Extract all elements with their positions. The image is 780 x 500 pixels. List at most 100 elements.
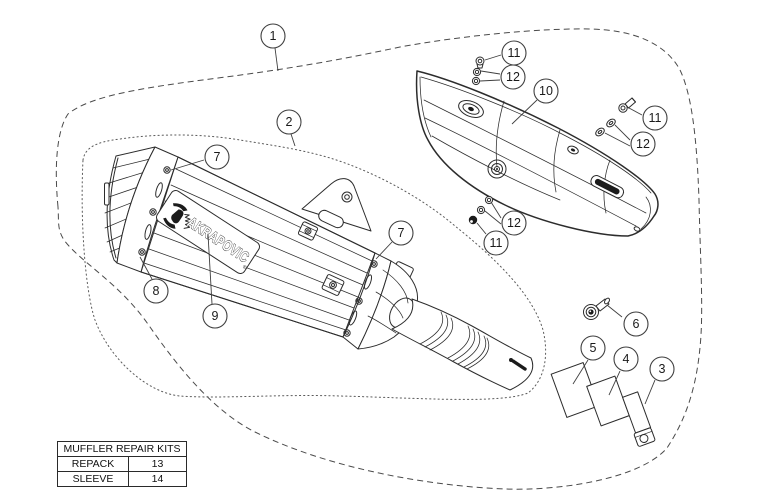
callout-leader-line: [479, 79, 501, 82]
callout-2: 2: [276, 109, 302, 147]
table-row-repack: REPACK 13: [57, 456, 187, 472]
callout-leader-line: [614, 124, 631, 141]
muffler-group-boundary: [81, 134, 547, 400]
callout-number: 4: [623, 352, 630, 366]
callout-number: 12: [507, 216, 521, 230]
callout-circle: [580, 335, 606, 361]
muffler-repair-kits-table: MUFFLER REPAIR KITS REPACK 13 SLEEVE 14: [57, 441, 187, 487]
callout-10: 10: [511, 78, 559, 125]
callout-leader-line: [484, 210, 502, 225]
callout-7: 7: [375, 220, 414, 260]
sleeve-part-number: 14: [128, 471, 187, 487]
callout-number: 12: [636, 137, 650, 151]
washer-pair-bottom: [476, 195, 494, 215]
callout-circle: [260, 23, 286, 49]
screw-fastener-right: [618, 97, 636, 113]
callout-circle: [642, 105, 668, 131]
table-header-row: MUFFLER REPAIR KITS: [57, 441, 187, 457]
callout-number: 12: [506, 70, 520, 84]
callout-leader-line: [606, 304, 623, 318]
callout-12: 12: [484, 201, 527, 236]
callout-number: 10: [539, 84, 553, 98]
callout-number: 7: [214, 150, 221, 164]
callout-11: 11: [628, 105, 668, 131]
callout-5: 5: [572, 335, 606, 385]
callout-7: 7: [170, 144, 230, 171]
sleeve-rib-rings: [419, 311, 490, 370]
part-sleeve-clamp: [622, 391, 656, 447]
callout-1: 1: [260, 23, 286, 72]
callout-circle: [649, 356, 675, 382]
callout-circle: [500, 64, 526, 90]
muffler-assembly: AKRAPOVIC ®: [104, 146, 534, 391]
heat-shield: [415, 70, 659, 237]
part-repack-sheet-large: [550, 362, 600, 418]
callout-circle: [630, 131, 656, 157]
callout-leader-line: [608, 370, 621, 396]
callout-leader-line: [490, 201, 502, 219]
callout-leader-line: [207, 233, 213, 305]
callout-number: 11: [508, 46, 521, 60]
callout-number: 11: [649, 111, 662, 125]
callout-leader-line: [290, 133, 296, 147]
callout-circle: [204, 144, 230, 170]
table-row-sleeve: SLEEVE 14: [57, 471, 187, 487]
callout-leader-line: [484, 54, 502, 61]
callout-leader-line: [139, 256, 153, 280]
muffler-clamp-band-left: [116, 146, 179, 273]
callout-leader-line: [375, 241, 393, 260]
callout-circle: [143, 278, 169, 304]
repack-part-number: 13: [128, 456, 187, 472]
callout-number: 7: [398, 226, 405, 240]
callout-number: 5: [590, 341, 597, 355]
callout-number: 11: [490, 236, 503, 250]
callout-leader-line: [572, 359, 589, 385]
callout-12: 12: [604, 124, 656, 157]
callout-leader-line: [274, 47, 279, 72]
screw-fastener-bottom: [468, 215, 478, 225]
repack-label: REPACK: [57, 456, 129, 472]
shield-oval-boss: [458, 100, 484, 118]
repair-table-title: MUFFLER REPAIR KITS: [57, 441, 187, 457]
callout-4: 4: [608, 346, 639, 396]
callout-leader-line: [476, 222, 487, 235]
callout-number: 3: [659, 362, 666, 376]
muffler-spring-tab-upper: [297, 221, 319, 241]
callout-circle: [483, 230, 509, 256]
muffler-hanger-bracket: [301, 178, 372, 232]
callout-circle: [623, 311, 649, 337]
callout-number: 2: [286, 115, 293, 129]
outer-kit-boundary: [55, 28, 703, 490]
callout-number: 1: [270, 29, 277, 43]
callout-3: 3: [644, 356, 675, 405]
callout-number: 9: [212, 309, 219, 323]
shield-bolt-boss: [487, 159, 507, 179]
callout-leader-line: [628, 107, 643, 116]
callout-leader-line: [480, 70, 501, 75]
callout-circle: [202, 303, 228, 329]
end-cap-ribs: [104, 158, 151, 253]
washer-pair-right: [595, 118, 616, 137]
callout-number: 6: [633, 317, 640, 331]
callout-circle: [533, 78, 559, 104]
callout-leader-line: [170, 159, 205, 171]
muffler-inlet-sleeve: [391, 298, 534, 391]
shield-small-boss: [567, 145, 579, 155]
callout-8: 8: [139, 256, 169, 304]
callout-circle: [276, 109, 302, 135]
callout-circle: [613, 346, 639, 372]
sleeve-label: SLEEVE: [57, 471, 129, 487]
callout-12: 12: [479, 64, 526, 90]
shield-mount-bolt: [583, 297, 611, 320]
callout-6: 6: [606, 304, 649, 337]
callout-11: 11: [484, 40, 527, 66]
part-repack-sheet-small: [586, 375, 630, 427]
callout-leader-line: [644, 379, 656, 405]
callout-number: 8: [153, 284, 160, 298]
shield-vent-slot: [590, 175, 625, 199]
callout-11: 11: [476, 222, 509, 256]
akrapovic-plate-reg-mark: ®: [241, 263, 248, 271]
callout-leader-line: [511, 99, 538, 125]
